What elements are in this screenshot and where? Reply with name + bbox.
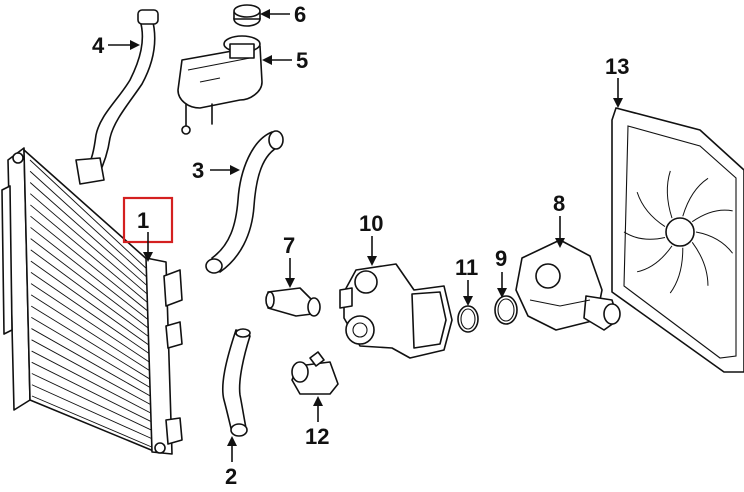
callout-12[interactable]: 12 (305, 424, 329, 449)
o-ring-9-part[interactable] (494, 295, 518, 325)
callout-10[interactable]: 10 (359, 211, 383, 236)
callout-11[interactable]: 11 (455, 255, 478, 280)
water-pump-part[interactable] (339, 263, 453, 359)
callout-4[interactable]: 4 (92, 33, 105, 58)
callout-3[interactable]: 3 (192, 158, 204, 183)
lower-hose-part[interactable] (221, 328, 251, 437)
expansion-tank-part[interactable] (177, 35, 263, 135)
callout-2[interactable]: 2 (225, 464, 237, 489)
callout-5[interactable]: 5 (296, 48, 308, 73)
radiator-part[interactable] (1, 147, 183, 455)
callout-1[interactable]: 1 (137, 208, 149, 233)
callout-9[interactable]: 9 (495, 246, 507, 271)
callout-7[interactable]: 7 (283, 233, 295, 258)
thermostat-housing-part[interactable] (515, 239, 621, 331)
fan-shroud-part[interactable] (611, 107, 744, 373)
radiator-cap-part[interactable] (233, 4, 261, 27)
callout-13[interactable]: 13 (605, 54, 629, 79)
upper-hose-part[interactable] (205, 130, 284, 274)
aux-pump-part[interactable] (291, 351, 339, 395)
coolant-connector-part[interactable] (265, 287, 321, 317)
reservoir-hose-part[interactable] (75, 9, 159, 185)
callout-8[interactable]: 8 (553, 191, 565, 216)
callout-6[interactable]: 6 (294, 2, 306, 27)
